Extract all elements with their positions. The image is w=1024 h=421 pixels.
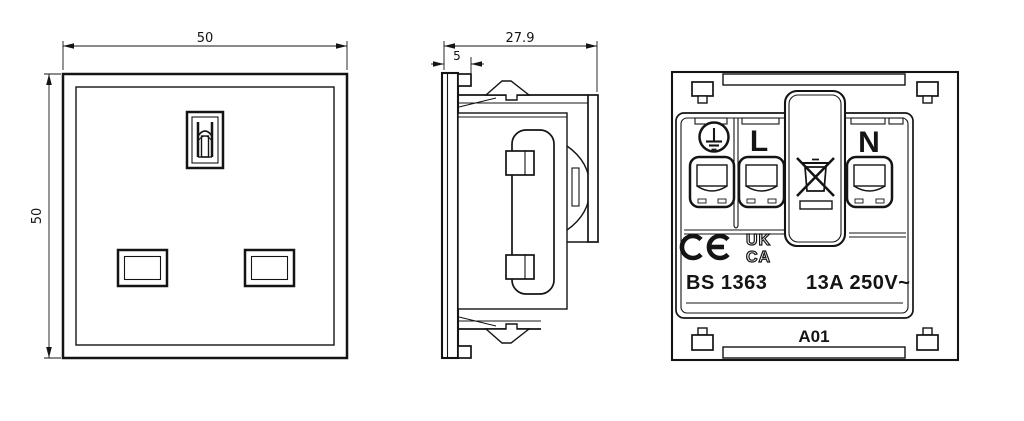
faceplate-step-top xyxy=(457,73,472,87)
side-depth-dim-text: 27.9 xyxy=(506,31,535,46)
front-width-dimension: 50 xyxy=(62,31,348,70)
faceplate-side-profile xyxy=(440,71,460,360)
latch-slot xyxy=(571,167,580,207)
back-view: L N xyxy=(670,70,960,362)
standard-text: BS 1363 xyxy=(686,272,767,294)
corner-clip-bottom-right xyxy=(916,327,939,351)
dim-arrow-left-icon xyxy=(444,43,455,49)
neutral-pin-slot xyxy=(243,248,296,288)
faceplate-depth-dimension: 5 xyxy=(431,49,484,73)
ukca-line1: UK xyxy=(746,232,771,249)
fuse-carrier xyxy=(783,89,847,248)
neutral-terminal-label: N xyxy=(858,126,880,159)
side-screw-top xyxy=(505,150,535,176)
corner-clip-top-right xyxy=(916,81,939,104)
live-terminal-label: L xyxy=(750,125,768,158)
faceplate-outer-edge xyxy=(61,72,349,360)
rear-plate-side xyxy=(587,94,599,243)
corner-clip-top-left xyxy=(691,81,714,104)
front-height-dim-text: 50 xyxy=(30,208,45,225)
mounting-clip-bottom-icon xyxy=(484,323,532,344)
front-width-dim-text: 50 xyxy=(197,31,214,46)
dim-arrow-left-icon xyxy=(63,43,74,49)
dim-arrow-right-icon xyxy=(433,61,444,67)
housing-top-notch xyxy=(888,117,904,125)
ukca-mark-icon: UK CA xyxy=(745,231,771,266)
dim-arrow-down-icon xyxy=(46,347,52,358)
dim-arrow-right-icon xyxy=(336,43,347,49)
earth-terminal-screw xyxy=(688,155,736,209)
side-depth-dimension: 27.9 xyxy=(443,31,598,92)
dim-arrow-up-icon xyxy=(46,74,52,85)
side-screw-bottom xyxy=(505,254,535,280)
model-text: A01 xyxy=(798,327,829,346)
live-pin-slot xyxy=(116,248,169,288)
shutter-arc xyxy=(197,130,213,137)
front-height-dimension: 50 xyxy=(30,73,61,359)
housing-top-notch xyxy=(850,117,886,125)
bottom-slot-recess xyxy=(722,346,906,359)
earth-pin-slot xyxy=(185,110,225,170)
ce-mark-icon xyxy=(679,233,730,261)
earth-symbol-icon xyxy=(698,121,730,153)
corner-clip-bottom-left xyxy=(691,327,714,351)
weee-crossed-bin-icon xyxy=(796,157,835,210)
mounting-clip-top-icon xyxy=(484,80,532,101)
ukca-line2: CA xyxy=(746,249,771,266)
faceplate-inner-edge xyxy=(75,86,335,346)
housing-top-notch xyxy=(741,117,780,125)
top-slot-recess xyxy=(722,73,906,86)
faceplate-step-bottom xyxy=(457,345,472,359)
faceplate-depth-dim-text: 5 xyxy=(453,49,461,63)
neutral-terminal-screw xyxy=(845,155,894,209)
side-view: 27.9 5 xyxy=(431,31,599,360)
live-terminal-screw xyxy=(737,155,786,209)
dim-arrow-right-icon xyxy=(586,43,597,49)
front-view: 50 50 xyxy=(30,31,349,360)
dim-arrow-left-icon xyxy=(471,61,482,67)
rating-text: 13A 250V~ xyxy=(806,272,910,294)
